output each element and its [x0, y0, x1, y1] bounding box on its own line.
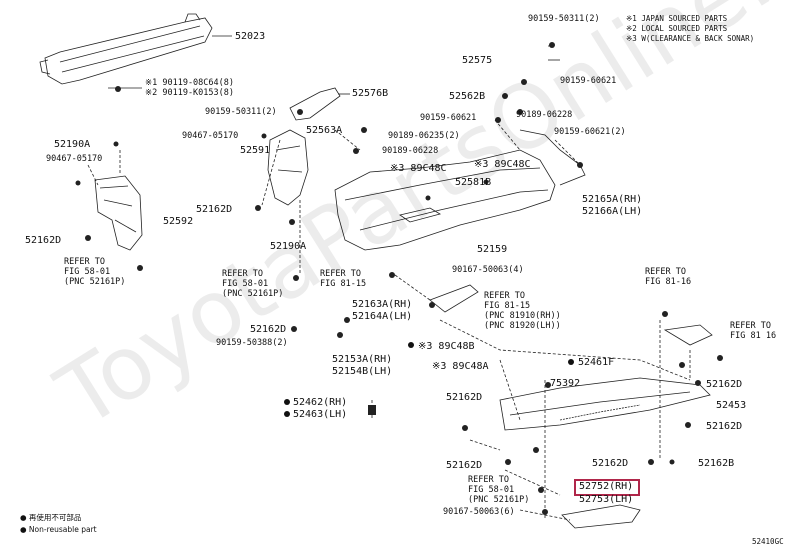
label-52162B[interactable]: 52162B [698, 458, 735, 469]
label-90159-50311-a[interactable]: 90159-50311(2) [205, 107, 277, 117]
label-52190A-b[interactable]: 52190A [270, 241, 307, 252]
refer-81-b-pnc-lh[interactable]: (PNC 81920(LH)) [484, 321, 561, 331]
refer-81-c[interactable]: REFER TO [645, 267, 686, 277]
label-52592[interactable]: 52592 [163, 216, 194, 227]
label-52462[interactable]: 52462(RH) [293, 397, 348, 408]
label-52575[interactable]: 52575 [462, 55, 493, 66]
label-90167-50063-4[interactable]: 90167-50063(4) [452, 265, 524, 275]
non-reusable-dot [284, 411, 290, 417]
refer-58-a-fig[interactable]: FIG 58-01 [64, 267, 111, 277]
bracket-52576B [289, 87, 341, 121]
legend-note-2: ※2 LOCAL SOURCED PARTS [626, 24, 728, 33]
label-52164A[interactable]: 52164A(LH) [352, 311, 413, 322]
refer-58-b-pnc[interactable]: (PNC 52161P) [222, 289, 284, 299]
label-90467-05170-b[interactable]: 90467-05170 [46, 154, 103, 164]
refer-81-b[interactable]: REFER TO [484, 291, 525, 301]
refer-81-d[interactable]: REFER TO [730, 321, 771, 331]
garnish-52163A [429, 284, 479, 313]
label-52591[interactable]: 52591 [240, 145, 271, 156]
label-90189-06235[interactable]: 90189-06235(2) [388, 131, 460, 141]
refer-81-d-fig[interactable]: FIG 81 16 [730, 331, 777, 341]
label-52453[interactable]: 52453 [716, 400, 747, 411]
label-90119-a[interactable]: ※1 90119-08C64(8) [145, 78, 235, 88]
label-52165A[interactable]: 52165A(RH) [582, 194, 643, 205]
label-75392[interactable]: 75392 [550, 378, 581, 389]
label-52162D-b[interactable]: 52162D [25, 235, 62, 246]
label-52163A[interactable]: 52163A(RH) [352, 299, 413, 310]
label-90159-60621-b[interactable]: 90159-60621 [420, 113, 477, 123]
non-reusable-dot [284, 399, 290, 405]
refer-58-c-pnc[interactable]: (PNC 52161P) [468, 495, 530, 505]
label-90159-60621-2[interactable]: 90159-60621(2) [554, 127, 626, 137]
figure-id: 52410GC [752, 537, 784, 546]
label-52162D-a[interactable]: 52162D [196, 204, 233, 215]
label-90467-05170-a[interactable]: 90467-05170 [182, 131, 239, 141]
bumper-cover-52159 [334, 149, 556, 251]
refer-81-a-fig[interactable]: FIG 81-15 [320, 279, 367, 289]
diffuser-52453 [499, 377, 711, 431]
bracket-52591 [267, 129, 309, 206]
label-52154B[interactable]: 52154B(LH) [332, 366, 393, 377]
refer-81-c-fig[interactable]: FIG 81-16 [645, 277, 692, 287]
label-52162D-f[interactable]: 52162D [446, 392, 483, 403]
label-89C48C-b[interactable]: ※3 89C48C [474, 159, 531, 170]
bracket-52592 [94, 175, 143, 251]
label-52023[interactable]: 52023 [235, 31, 266, 42]
label-52563A[interactable]: 52563A [306, 125, 343, 136]
refer-81-a[interactable]: REFER TO [320, 269, 361, 279]
footnote-en: ● Non-reusable part [20, 525, 97, 534]
legend-note-1: ※1 JAPAN SOURCED PARTS [626, 14, 728, 23]
label-52463[interactable]: 52463(LH) [293, 409, 348, 420]
label-52753[interactable]: 52753(LH) [579, 494, 634, 505]
refer-58-c[interactable]: REFER TO [468, 475, 509, 485]
label-89C48A[interactable]: ※3 89C48A [432, 361, 489, 372]
label-52162D-h[interactable]: 52162D [592, 458, 629, 469]
label-89C48C-a[interactable]: ※3 89C48C [390, 163, 447, 174]
reinforcement-52023 [44, 17, 213, 85]
highlight-box [574, 479, 640, 496]
refer-58-a[interactable]: REFER TO [64, 257, 105, 267]
refer-58-c-fig[interactable]: FIG 58-01 [468, 485, 515, 495]
refer-58-b-fig[interactable]: FIG 58-01 [222, 279, 269, 289]
label-52162D-d[interactable]: 52162D [706, 379, 743, 390]
legend-note-3: ※3 W(CLEARANCE & BACK SONAR) [626, 34, 755, 43]
label-90159-50311-b[interactable]: 90159-50311(2) [528, 14, 600, 24]
label-52190A-a[interactable]: 52190A [54, 139, 91, 150]
label-52461F[interactable]: 52461F [578, 357, 615, 368]
label-52581B[interactable]: 52581B [455, 177, 492, 188]
label-90159-50388[interactable]: 90159-50388(2) [216, 338, 288, 348]
refer-81-b-pnc-rh[interactable]: (PNC 81910(RH)) [484, 311, 561, 321]
refer-58-a-pnc[interactable]: (PNC 52161P) [64, 277, 126, 287]
refer-81-b-fig[interactable]: FIG 81-15 [484, 301, 531, 311]
label-52576B[interactable]: 52576B [352, 88, 389, 99]
label-90167-50063-6[interactable]: 90167-50063(6) [443, 507, 515, 517]
step-pad-52752 [561, 504, 641, 529]
non-reusable-dot [408, 342, 414, 348]
label-89C48B[interactable]: ※3 89C48B [418, 341, 475, 352]
label-52166A[interactable]: 52166A(LH) [582, 206, 643, 217]
label-52562B[interactable]: 52562B [449, 91, 486, 102]
label-90189-06228-b[interactable]: 90189-06228 [382, 146, 439, 156]
label-52159[interactable]: 52159 [477, 244, 508, 255]
label-52162D-e[interactable]: 52162D [706, 421, 743, 432]
label-52162D-g[interactable]: 52162D [446, 460, 483, 471]
label-52162D-c[interactable]: 52162D [250, 324, 287, 335]
label-90159-60621-a[interactable]: 90159-60621 [560, 76, 617, 86]
footnote-jp: ● 再使用不可部品 [20, 513, 82, 522]
label-90189-06228-a[interactable]: 90189-06228 [516, 110, 573, 120]
non-reusable-dot [568, 359, 574, 365]
label-90119-b[interactable]: ※2 90119-K0153(8) [145, 88, 235, 98]
label-52153A[interactable]: 52153A(RH) [332, 354, 393, 365]
refer-58-b[interactable]: REFER TO [222, 269, 263, 279]
label-52752[interactable]: 52752(RH) [579, 481, 634, 492]
